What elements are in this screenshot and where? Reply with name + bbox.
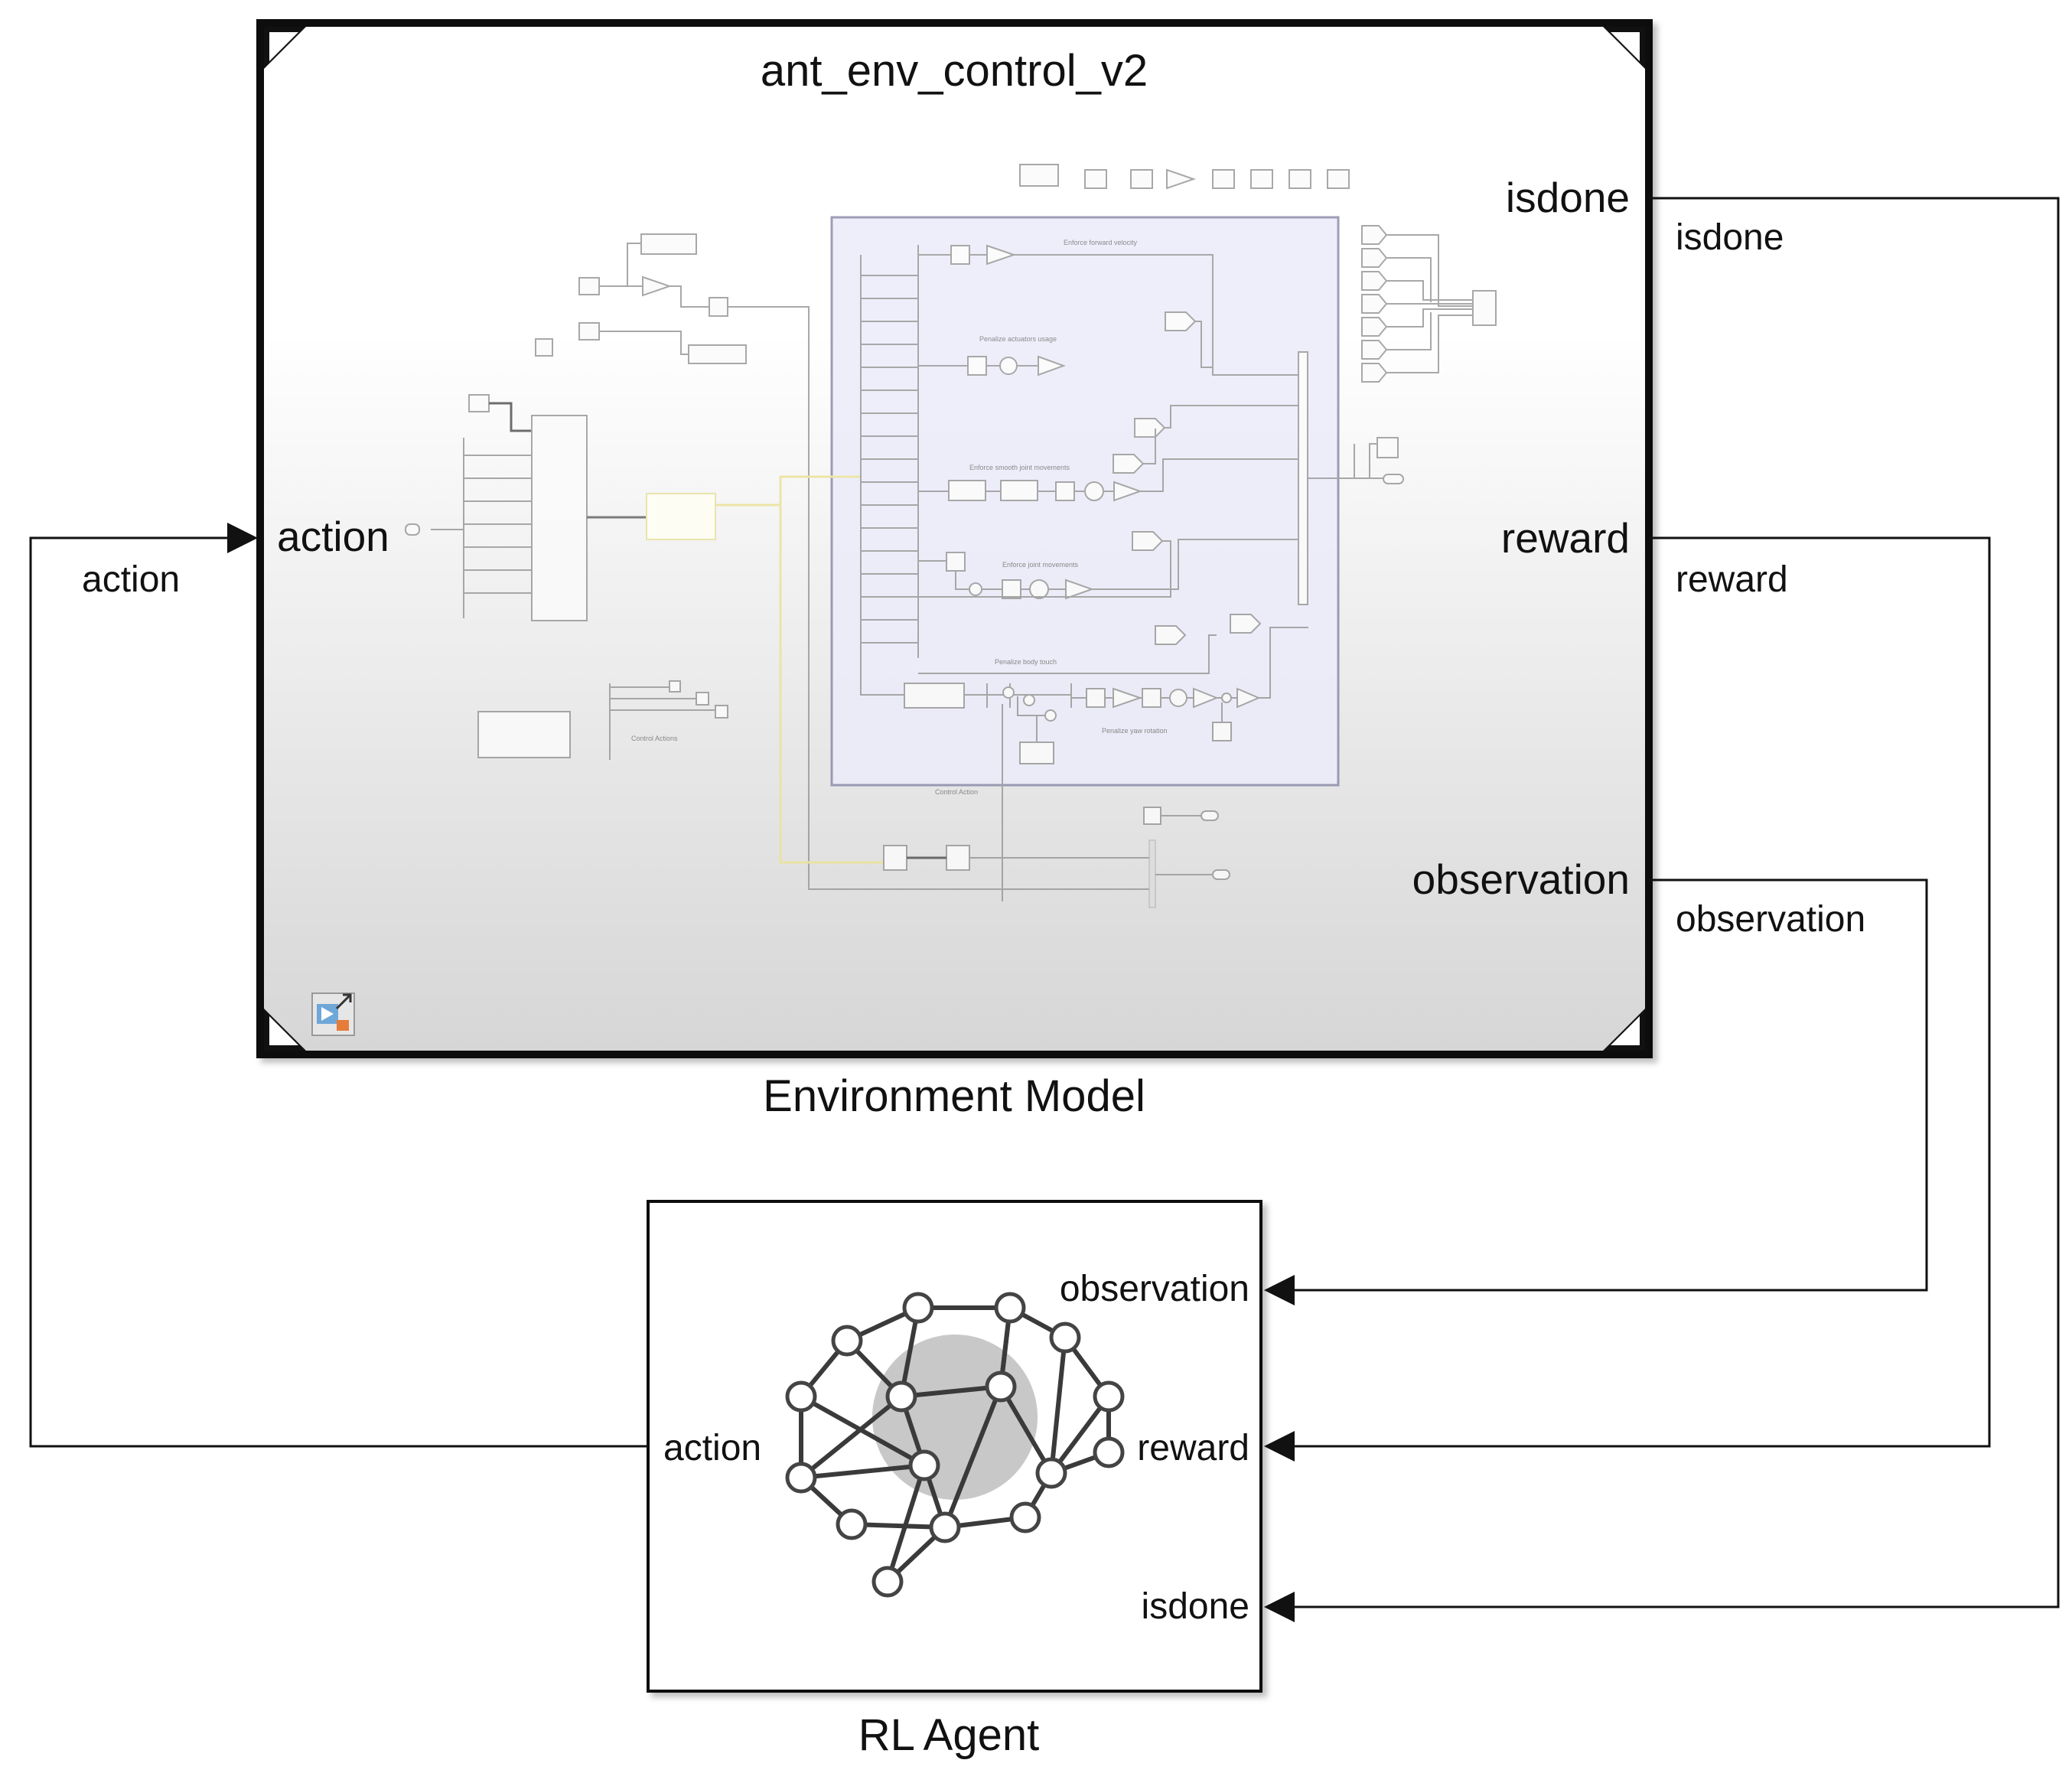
environment-model-label: Environment Model [763,1071,1145,1121]
svg-text:Penalize body touch: Penalize body touch [995,658,1057,666]
svg-text:Penalize yaw rotation: Penalize yaw rotation [1102,727,1168,735]
signal-label-observation: observation [1676,899,1865,940]
rl-agent-label: RL Agent [858,1710,1039,1760]
agent-input-port-reward[interactable]: reward [1137,1428,1249,1468]
svg-text:Penalize actuators usage: Penalize actuators usage [979,335,1057,343]
signal-line-observation[interactable] [1264,878,1928,1305]
rl-agent-block[interactable]: observation reward isdone action [647,1200,1262,1693]
signal-label-reward: reward [1676,559,1788,600]
signal-label-action: action [82,559,180,600]
model-reference-icon[interactable] [311,992,355,1036]
signal-line-action[interactable] [29,523,648,1448]
svg-text:Enforce forward velocity: Enforce forward velocity [1064,239,1138,246]
env-output-port-observation[interactable]: observation [1412,856,1630,903]
env-output-port-reward[interactable]: reward [1501,514,1630,562]
agent-output-port-action[interactable]: action [663,1428,761,1468]
svg-text:Enforce smooth joint movements: Enforce smooth joint movements [969,464,1070,471]
environment-model-block[interactable]: ant_env_control_v2 [256,19,1653,1058]
signal-label-isdone: isdone [1676,217,1784,258]
signal-line-isdone[interactable] [1264,197,2060,1622]
internal-model-preview: Enforce forward velocity Penalize actuat… [405,164,1497,908]
signal-line-reward[interactable] [1264,536,1991,1462]
neural-network-icon [785,1292,1125,1598]
svg-text:Control Actions: Control Actions [631,735,678,742]
svg-text:Control Action: Control Action [935,788,978,796]
agent-input-port-observation[interactable]: observation [1060,1269,1249,1309]
agent-input-port-isdone[interactable]: isdone [1142,1586,1249,1627]
env-input-port-action[interactable]: action [277,513,389,560]
subsystem-name: ant_env_control_v2 [761,46,1148,96]
svg-text:Enforce joint movements: Enforce joint movements [1002,561,1079,569]
env-output-port-isdone[interactable]: isdone [1506,174,1630,221]
